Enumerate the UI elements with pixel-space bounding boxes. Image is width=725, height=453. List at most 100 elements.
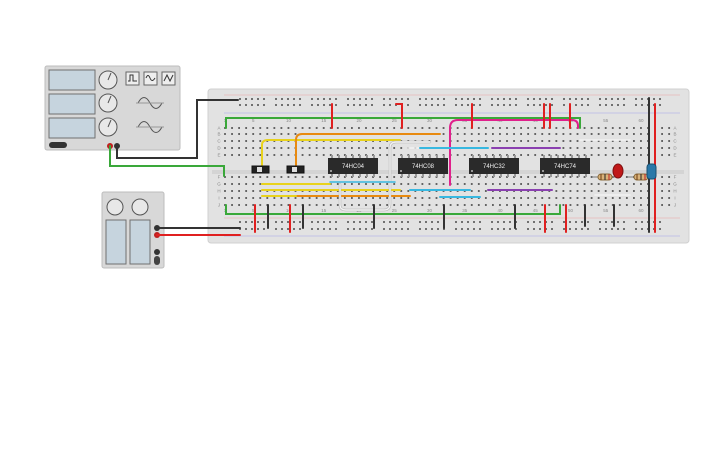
row-letter: G	[217, 182, 221, 187]
ps-terminal-ground[interactable]	[154, 249, 160, 255]
chip-body	[398, 158, 448, 174]
row-letter: D	[217, 146, 221, 151]
components[interactable]	[251, 163, 657, 181]
white-wire[interactable]	[339, 141, 431, 211]
row-letter: E	[217, 153, 220, 158]
chip-body	[469, 158, 519, 174]
capacitor[interactable]	[646, 163, 657, 180]
fg-power-switch[interactable]	[49, 142, 67, 148]
row-letter: A	[673, 126, 676, 131]
column-number: 5	[252, 208, 255, 213]
chip-pin	[543, 174, 545, 177]
chip-pin1-marker	[542, 170, 544, 172]
column-number: 20	[356, 118, 362, 123]
row-letter: H	[217, 189, 220, 194]
column-number: 55	[603, 118, 609, 123]
chip-pin	[514, 155, 516, 158]
row-letter: E	[673, 153, 676, 158]
chip-pin	[408, 174, 410, 177]
chip-pin	[422, 174, 424, 177]
row-letter: A	[217, 126, 220, 131]
breadboard-power-rails	[224, 94, 680, 237]
chip-pin1-marker	[400, 170, 402, 172]
chip-pin	[408, 155, 410, 158]
orange-wire-1[interactable]	[295, 133, 441, 166]
fg-display-3	[48, 117, 96, 139]
ic-chips[interactable]: 74HC04 74HC08 74HC32 74HC74	[328, 155, 590, 177]
led[interactable]	[612, 163, 624, 179]
chip-body	[540, 158, 590, 174]
column-number: 10	[286, 208, 292, 213]
power-supply[interactable]	[101, 191, 165, 269]
chip-pin1-marker	[471, 170, 473, 172]
chip-pin	[345, 174, 347, 177]
chip-body	[328, 158, 378, 174]
ps-knob-1[interactable]	[106, 198, 124, 216]
chip-pin	[401, 155, 403, 158]
chip-pin	[352, 155, 354, 158]
row-letter: I	[674, 196, 675, 201]
chip-label: 74HC32	[483, 164, 506, 170]
ps-switch[interactable]	[154, 256, 160, 265]
sine-wave-icon	[145, 75, 156, 81]
chip-pin	[550, 155, 552, 158]
column-number: 45	[533, 208, 539, 213]
fg-ground-wire[interactable]	[116, 99, 239, 159]
row-letter: J	[218, 203, 220, 208]
chip-pin	[571, 155, 573, 158]
chip-pin	[415, 174, 417, 177]
column-number: 60	[638, 208, 644, 213]
chip-pin	[415, 155, 417, 158]
chip-pin	[436, 174, 438, 177]
chip-pin	[507, 174, 509, 177]
chip-74hc74[interactable]: 74HC74	[540, 155, 590, 177]
row-letter: B	[217, 132, 220, 137]
chip-pin	[331, 174, 333, 177]
ps-knob-2[interactable]	[131, 198, 149, 216]
column-number: 15	[321, 118, 327, 123]
chip-pin1-marker	[330, 170, 332, 172]
chip-pin	[585, 155, 587, 158]
wires[interactable]	[109, 97, 656, 236]
ps-display-2	[129, 219, 151, 265]
fg-signal-wire[interactable]	[109, 145, 225, 177]
chip-pin	[486, 155, 488, 158]
chip-74hc04[interactable]: 74HC04	[328, 155, 378, 177]
yellow-wire-1[interactable]	[261, 139, 401, 166]
chip-pin	[401, 174, 403, 177]
column-number: 40	[497, 208, 503, 213]
chip-pin	[500, 174, 502, 177]
chip-label: 74HC74	[554, 164, 577, 170]
row-letter: C	[673, 139, 677, 144]
chip-pin	[331, 155, 333, 158]
green-wire-bottom[interactable]	[225, 204, 561, 215]
column-number: 25	[392, 118, 398, 123]
chip-pin	[493, 174, 495, 177]
row-letter: I	[218, 196, 219, 201]
column-number: 10	[286, 118, 292, 123]
chip-pin	[359, 174, 361, 177]
chip-pin	[373, 174, 375, 177]
chip-pin	[507, 155, 509, 158]
column-number: 5	[252, 118, 255, 123]
chip-pin	[366, 155, 368, 158]
chip-pin	[550, 174, 552, 177]
chip-pin	[479, 174, 481, 177]
column-number: 55	[603, 208, 609, 213]
magenta-wire[interactable]	[449, 119, 579, 186]
row-letter: G	[673, 182, 677, 187]
triangle-wave-icon	[163, 73, 174, 83]
chip-label: 74HC04	[342, 164, 365, 170]
chip-74hc08[interactable]: 74HC08	[398, 155, 448, 177]
red-jumper-2[interactable]	[395, 103, 403, 129]
chip-pin	[493, 155, 495, 158]
row-letter: H	[673, 189, 676, 194]
chip-pin	[571, 174, 573, 177]
chip-pin	[443, 174, 445, 177]
function-generator[interactable]	[44, 65, 181, 151]
fg-display-1	[48, 69, 96, 91]
chip-74hc32[interactable]: 74HC32	[469, 155, 519, 177]
chip-pin	[564, 155, 566, 158]
